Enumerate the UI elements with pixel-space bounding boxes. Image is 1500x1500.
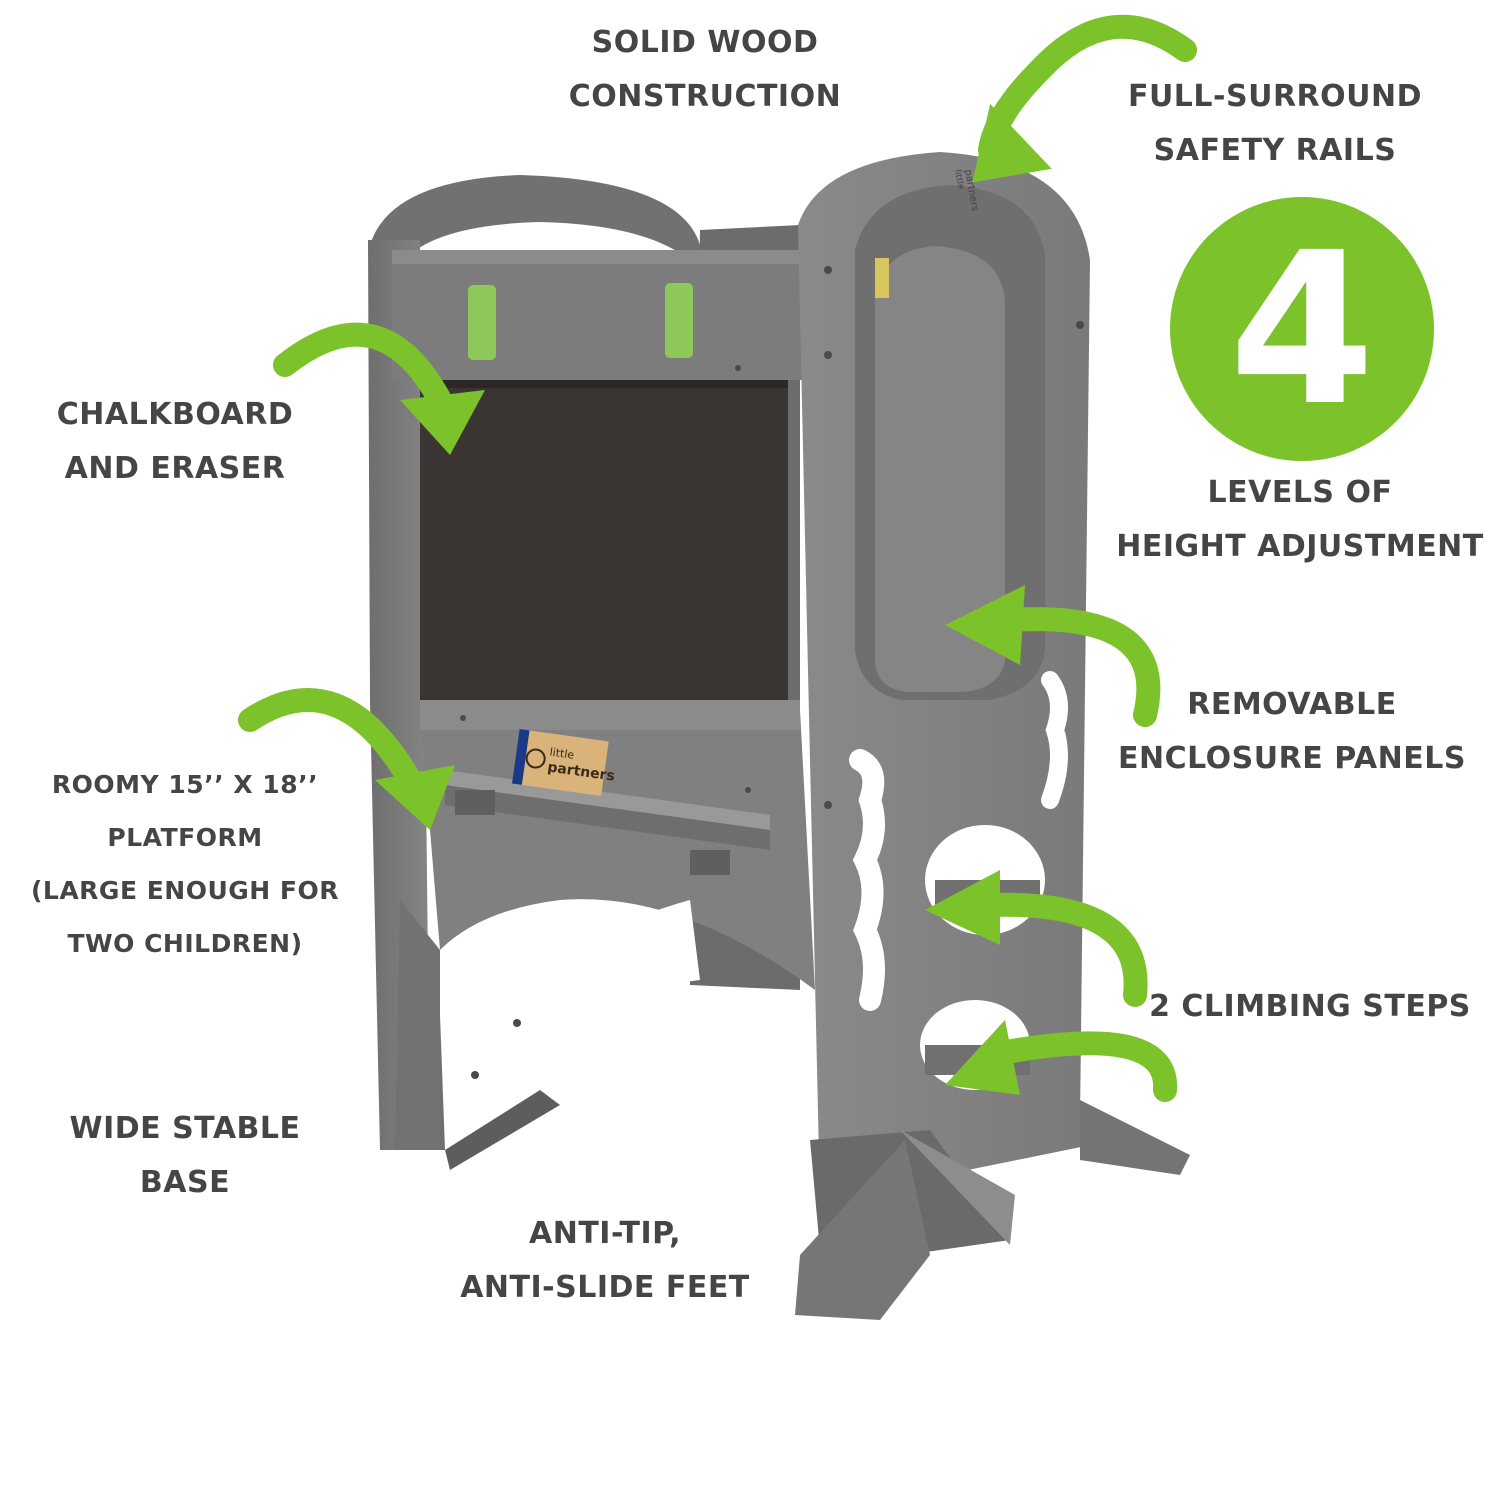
height-levels-callout: LEVELS OF HEIGHT ADJUSTMENT <box>1116 475 1484 564</box>
arrowhead <box>400 390 485 455</box>
curved-arrow-icon <box>998 607 1161 727</box>
curved-arrow-icon <box>978 1031 1178 1102</box>
enclosure-panel <box>875 246 1005 692</box>
enclosure-callout: REMOVABLE ENCLOSURE PANELS <box>1118 687 1466 776</box>
height-slot <box>849 749 885 1011</box>
chalk-ledge <box>420 700 800 875</box>
front-right-foot <box>795 1100 1190 1320</box>
climbing-steps-callout: 2 CLIMBING STEPS <box>1149 989 1471 1024</box>
left-strap <box>468 285 496 360</box>
top-beam <box>392 250 802 380</box>
safety-rails-callout: FULL-SURROUND SAFETY RAILS <box>1127 79 1423 168</box>
arrowhead <box>945 585 1025 665</box>
height-levels-badge: 4 <box>1170 197 1434 461</box>
feet-callout: ANTI-TIP, ANTI-SLIDE FEET <box>460 1216 750 1305</box>
arrowhead <box>375 765 455 830</box>
rail-brand-top: little <box>952 169 965 191</box>
arrowhead <box>925 870 1000 945</box>
curved-arrow-icon <box>273 322 452 412</box>
badge-number: 4 <box>1228 206 1376 452</box>
eraser: little partners <box>511 729 616 797</box>
chalkboard <box>420 380 788 710</box>
right-strap <box>665 283 693 358</box>
screw-dots <box>460 266 1084 1079</box>
arrowhead <box>945 1020 1020 1095</box>
arrowhead <box>972 103 1052 183</box>
platform-callout: ROOMY 15’’ X 18’’ PLATFORM (LARGE ENOUGH… <box>30 770 340 958</box>
curved-arrow-icon <box>978 892 1148 1007</box>
chalkboard-callout: CHALKBOARD AND ERASER <box>56 397 294 486</box>
solid-wood-callout: SOLID WOOD CONSTRUCTION <box>568 25 842 114</box>
eraser-brand-top: little <box>549 746 575 762</box>
curved-arrow-icon <box>238 688 422 792</box>
rear-arch <box>370 175 700 270</box>
stable-base-callout: WIDE STABLE BASE <box>69 1111 301 1200</box>
